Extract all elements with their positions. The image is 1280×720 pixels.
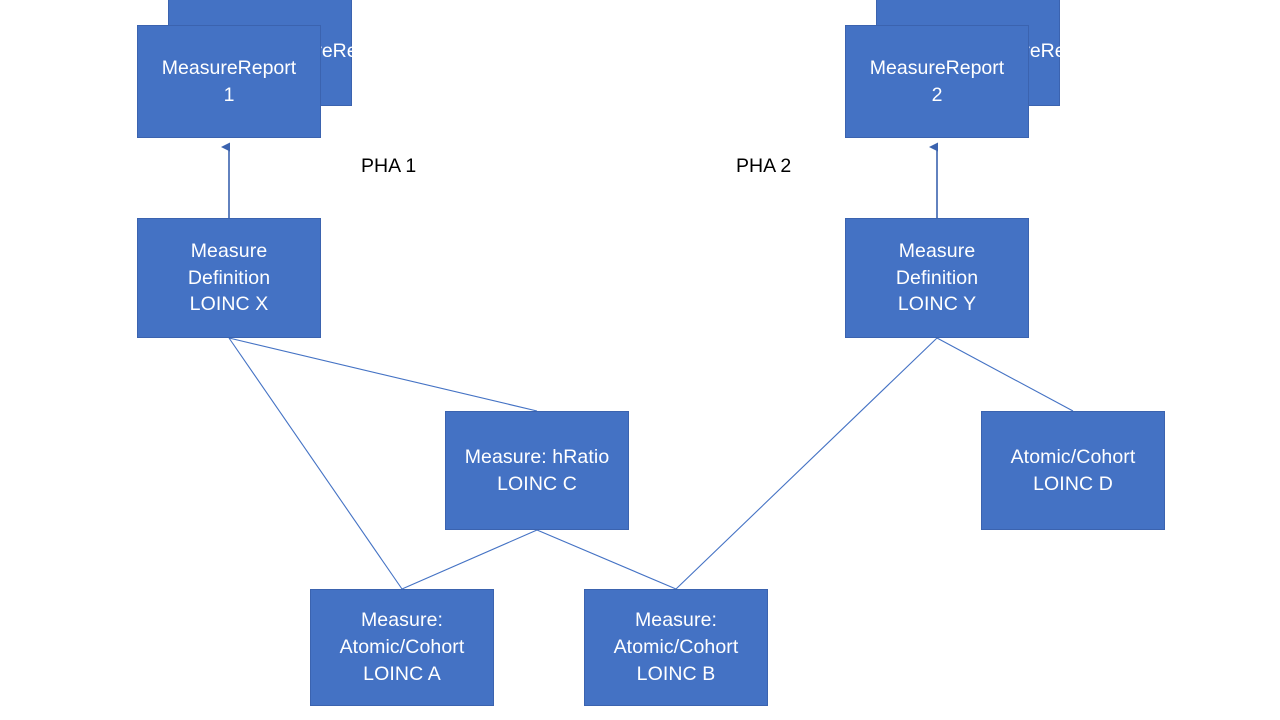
measure-hratio-c-line-1: Measure: hRatio [464, 445, 610, 468]
measure-hratio-c-line-2: LOINC C [497, 472, 577, 495]
node-measure-definition-x[interactable]: Measure Definition LOINC X [137, 218, 321, 338]
measure-atomic-a-line-2: Atomic/Cohort [339, 636, 465, 659]
measure-report-1-stack[interactable]: MeasureReport MeasureReport 1 [137, 0, 391, 140]
measure-definition-x-line-1: Measure [190, 239, 268, 262]
node-measure-atomic-b[interactable]: Measure: Atomic/Cohort LOINC B [584, 589, 768, 706]
measure-atomic-b-line-3: LOINC B [636, 662, 716, 685]
node-measure-hratio-c[interactable]: Measure: hRatio LOINC C [445, 411, 629, 530]
atomic-cohort-d-line-2: LOINC D [1033, 472, 1113, 495]
measure-report-1-number: 1 [223, 83, 235, 106]
node-measure-atomic-a[interactable]: Measure: Atomic/Cohort LOINC A [310, 589, 494, 706]
measure-definition-x-line-3: LOINC X [189, 293, 269, 316]
atomic-cohort-d-line-1: Atomic/Cohort [1010, 445, 1136, 468]
measure-report-2-stack[interactable]: MeasureReport MeasureReport 2 [845, 0, 1099, 140]
measure-definition-x-line-2: Definition [187, 266, 271, 289]
measure-atomic-b-line-2: Atomic/Cohort [613, 636, 739, 659]
measure-atomic-b-line-1: Measure: [634, 609, 718, 632]
link-hratio-c-to-atomic-a [401, 529, 538, 590]
link-def-y-to-atomic-b [675, 337, 938, 590]
link-hratio-c-to-atomic-b [536, 529, 677, 590]
link-def-x-to-hratio-c [228, 337, 538, 412]
measure-report-2-number: 2 [931, 83, 943, 106]
measure-atomic-a-line-1: Measure: [360, 609, 444, 632]
measure-atomic-a-line-3: LOINC A [363, 662, 441, 685]
node-atomic-cohort-d[interactable]: Atomic/Cohort LOINC D [981, 411, 1165, 530]
measure-definition-y-line-3: LOINC Y [897, 293, 977, 316]
measure-report-1-title: MeasureReport [161, 56, 297, 79]
measure-report-1-card-front[interactable]: MeasureReport 1 [137, 25, 321, 138]
label-pha-1: PHA 1 [361, 155, 417, 177]
link-def-y-to-atomic-cohort-d [936, 337, 1074, 412]
node-measure-definition-y[interactable]: Measure Definition LOINC Y [845, 218, 1029, 338]
measure-report-2-title: MeasureReport [869, 56, 1005, 79]
measure-definition-y-line-2: Definition [895, 266, 979, 289]
measure-report-2-card-front[interactable]: MeasureReport 2 [845, 25, 1029, 138]
label-pha-2: PHA 2 [736, 155, 792, 177]
measure-definition-y-line-1: Measure [898, 239, 976, 262]
link-def-x-to-atomic-a [228, 337, 403, 590]
